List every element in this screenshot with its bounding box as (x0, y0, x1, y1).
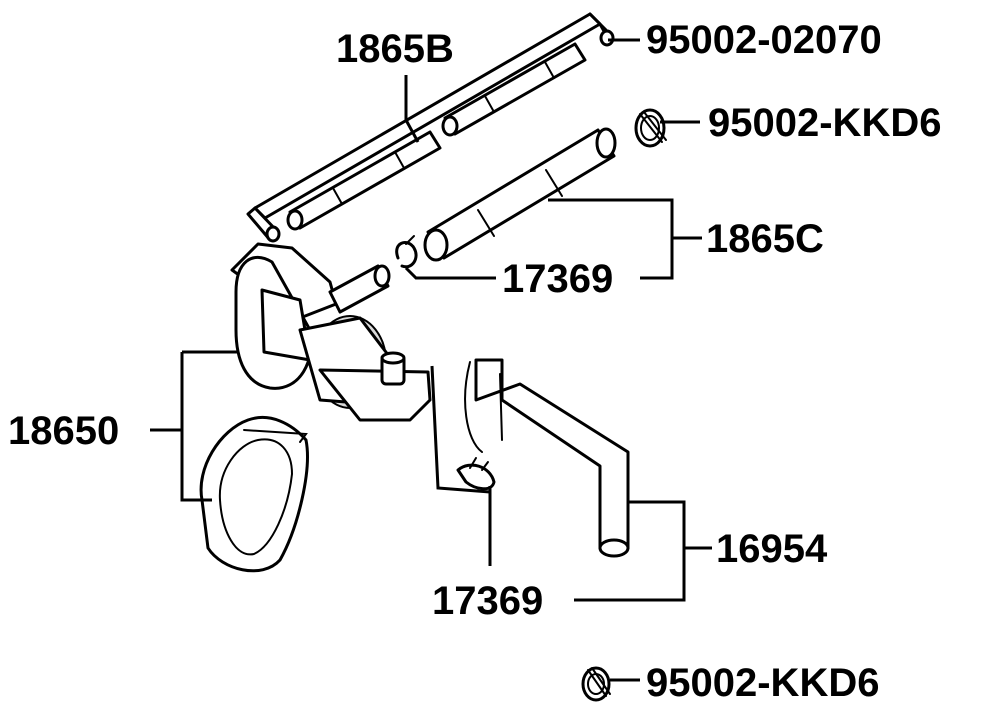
label-17369-upper: 17369 (502, 257, 613, 301)
label-95002-kkd6-upper: 95002-KKD6 (708, 101, 941, 145)
hose-drawing (464, 358, 630, 558)
label-18650: 18650 (8, 409, 119, 453)
label-95002-02070: 95002-02070 (646, 18, 882, 62)
clamp-lower-drawing (581, 666, 611, 702)
clip-upper-drawing (395, 235, 418, 269)
label-95002-kkd6-lower: 95002-KKD6 (646, 661, 879, 704)
label-17369-lower: 17369 (432, 579, 543, 623)
tube-1865c-drawing (423, 127, 617, 262)
tube-1865b-drawing (246, 12, 615, 243)
label-1865c: 1865C (706, 217, 824, 261)
canister-cover-drawing (199, 415, 309, 573)
clip-lower-drawing (456, 457, 496, 491)
label-16954: 16954 (716, 527, 828, 571)
leader-lines (150, 38, 712, 682)
connector-line (430, 365, 491, 494)
label-1865b: 1865B (336, 27, 454, 71)
canister-drawing (230, 242, 432, 422)
clamp-upper-drawing (634, 108, 667, 148)
